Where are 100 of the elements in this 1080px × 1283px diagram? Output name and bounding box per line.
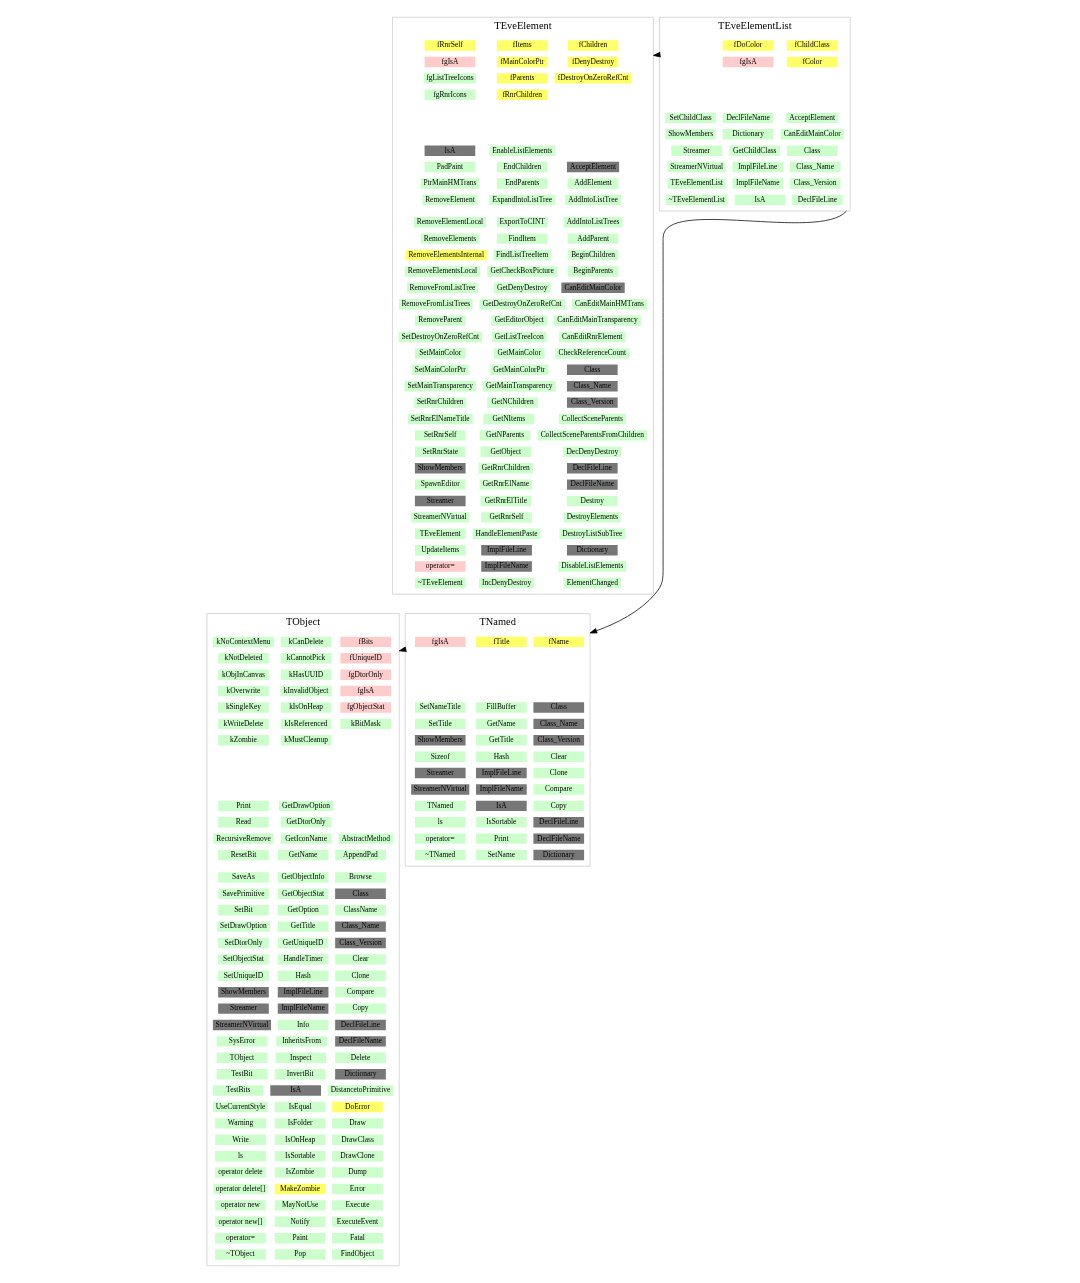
node-box: DeclFileLine — [533, 817, 585, 828]
node-box: DeclFileLine — [335, 1019, 386, 1031]
node-box: fTitle — [476, 636, 527, 648]
node-box: TNamed — [414, 800, 466, 812]
node-box: fDoColor — [722, 40, 774, 51]
node-box: ~TEveElement — [414, 577, 466, 589]
node-box: ExecuteEvent — [332, 1216, 383, 1227]
node-box: fMainColorPtr — [496, 56, 548, 68]
node-box: fChildren — [567, 40, 619, 51]
node-box: ls — [414, 817, 466, 828]
node-box: fgListTreeIcons — [423, 73, 476, 84]
node-box: SetRnrState — [414, 446, 466, 457]
node-box: GetObject — [480, 446, 532, 457]
node-box: GetUniqueID — [277, 937, 329, 949]
node-box: ImplFileName — [481, 561, 532, 572]
node-box: AcceptElement — [786, 112, 839, 124]
node-box: IsSortable — [274, 1150, 326, 1162]
node-box: GetMainColorPtr — [490, 364, 549, 376]
node-box: fRnrChildren — [496, 89, 548, 100]
node-box: Error — [332, 1183, 383, 1195]
node-box: DeclFileLine — [566, 463, 618, 474]
node-box: Clone — [533, 767, 585, 779]
node-box: operator delete[] — [213, 1183, 268, 1195]
node-box: kIsOnHeap — [280, 702, 332, 713]
node-box: fColor — [786, 56, 838, 68]
node-box: SetNameTitle — [414, 702, 466, 713]
node-box: DeclFileName — [566, 479, 618, 490]
node-box: DeclFileName — [722, 112, 774, 124]
node-box: kZombie — [218, 735, 269, 746]
node-box: Write — [215, 1134, 266, 1145]
node-box: kObjInCanvas — [218, 669, 269, 680]
node-box: RecursiveRemove — [213, 833, 274, 844]
node-box: DrawClone — [332, 1150, 383, 1162]
node-box: ClassName — [335, 905, 386, 916]
node-box: operator= — [414, 833, 466, 844]
node-box: kWriteDelete — [218, 718, 269, 730]
node-box: CollectSceneParentsFromChildren — [537, 430, 648, 441]
node-box: DestroyElements — [563, 512, 621, 523]
node-box: DeclFileName — [335, 1036, 386, 1047]
node-box: fParents — [496, 73, 548, 84]
node-box: ImplFileLine — [732, 161, 784, 173]
node-box: Streamer — [218, 1003, 269, 1014]
node-box: fgIsA — [424, 56, 476, 68]
node-box: IsA — [270, 1085, 321, 1096]
node-box: Browse — [335, 872, 386, 883]
node-box: kNoContextMenu — [212, 636, 275, 648]
node-box: Draw — [332, 1118, 383, 1129]
node-box: GetObjectStat — [277, 888, 329, 899]
node-box: SetMainColorPtr — [411, 364, 469, 376]
node-box: ElementChanged — [563, 577, 621, 589]
node-box: Sizeof — [414, 751, 466, 762]
node-box: kNotDeleted — [218, 653, 269, 664]
node-box: SetRnrElNameTitle — [407, 413, 473, 425]
node-box: kOverwrite — [218, 685, 269, 697]
node-box: SetChildClass — [665, 112, 717, 124]
node-box: IsA — [476, 800, 527, 812]
node-box: GetRnrSelf — [481, 512, 532, 523]
node-box: ExportToCINT — [496, 217, 548, 228]
node-box: TEveElement — [414, 528, 466, 539]
node-box: SetDrawOption — [217, 921, 270, 932]
node-box: AddParent — [567, 233, 619, 244]
node-box: Streamer — [414, 495, 466, 507]
node-box: AddIntoListTree — [565, 194, 621, 206]
node-box: operator= — [215, 1232, 266, 1244]
node-box: MayNotUse — [274, 1200, 326, 1211]
node-box: HandleTimer — [277, 954, 329, 965]
node-box: SysError — [216, 1036, 268, 1047]
node-box: SpawnEditor — [414, 479, 466, 490]
node-box: Dictionary — [566, 545, 618, 556]
node-box: EndChildren — [496, 161, 548, 173]
node-box: IsA — [424, 145, 476, 156]
node-box: operator new — [215, 1200, 266, 1211]
node-box: fName — [533, 636, 585, 648]
node-box: GetNItems — [483, 413, 535, 425]
node-box: ImplFileName — [732, 178, 784, 189]
node-box: fgObjectStat — [340, 702, 392, 713]
node-box: ImplFileLine — [476, 767, 527, 779]
node-box: CanEditMainColor — [780, 129, 844, 140]
node-box: UpdateItems — [414, 545, 466, 556]
node-box: GetIconName — [280, 833, 332, 844]
node-box: Class_Name — [566, 381, 618, 392]
node-box: UseCurrentStyle — [212, 1101, 269, 1113]
node-box: ExpandIntoListTree — [489, 194, 556, 206]
node-box: GetNChildren — [487, 397, 538, 408]
node-box: AcceptElement — [566, 161, 620, 173]
node-box: Pop — [274, 1249, 326, 1260]
node-box: kCannotPick — [280, 653, 332, 664]
node-box: Class_Name — [789, 161, 841, 173]
node-box: SavePrimitive — [218, 888, 269, 899]
node-box: Hash — [476, 751, 527, 762]
node-box: Dictionary — [533, 849, 585, 861]
node-box: fgIsA — [340, 685, 392, 697]
node-box: Notify — [274, 1216, 326, 1227]
node-box: RemoveParent — [414, 315, 466, 326]
node-box: RemoveFromListTree — [407, 282, 478, 294]
node-box: CollectSceneParents — [558, 413, 626, 425]
node-box: SetObjectStat — [218, 954, 269, 965]
node-box: fgIsA — [722, 56, 774, 68]
node-box: kBitMask — [340, 718, 392, 730]
node-box: RemoveFromListTrees — [398, 299, 473, 310]
